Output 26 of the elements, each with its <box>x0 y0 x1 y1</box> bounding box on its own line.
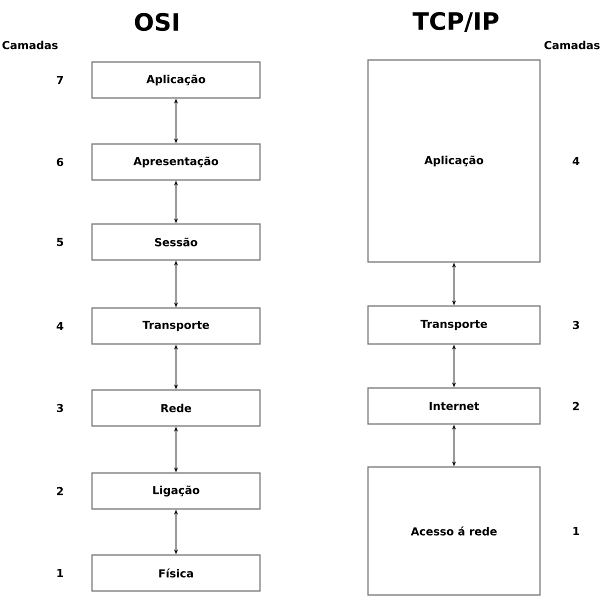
layer-box: Internet <box>367 387 541 425</box>
layer-box: Física <box>91 554 261 592</box>
layer-number: 3 <box>572 320 579 330</box>
layer-box: Ligação <box>91 472 261 510</box>
layer-number: 1 <box>57 569 64 578</box>
layer-box: Aplicação <box>367 59 541 263</box>
layer-number: 2 <box>573 402 579 410</box>
layer-number: 4 <box>56 322 64 330</box>
layer-box: Acesso á rede <box>367 466 541 596</box>
layer-number: 5 <box>57 238 64 246</box>
model-heading: TCP/IP <box>412 12 498 32</box>
model-heading: OSI <box>134 12 178 32</box>
column-heading: Camadas <box>2 40 58 50</box>
layer-box: Transporte <box>367 305 541 345</box>
layer-number: 3 <box>56 404 63 412</box>
layer-box: Transporte <box>91 307 261 345</box>
layer-number: 2 <box>57 486 63 496</box>
layer-box: Rede <box>91 389 261 427</box>
layer-number: 1 <box>573 527 580 536</box>
layer-box: Apresentação <box>91 143 261 181</box>
layer-box: Aplicação <box>91 61 261 99</box>
layer-number: 6 <box>56 158 64 166</box>
column-heading: Camadas <box>544 40 600 50</box>
layer-number: 4 <box>572 157 580 166</box>
layer-number: 7 <box>56 76 63 84</box>
layer-box: Sessão <box>91 223 261 261</box>
